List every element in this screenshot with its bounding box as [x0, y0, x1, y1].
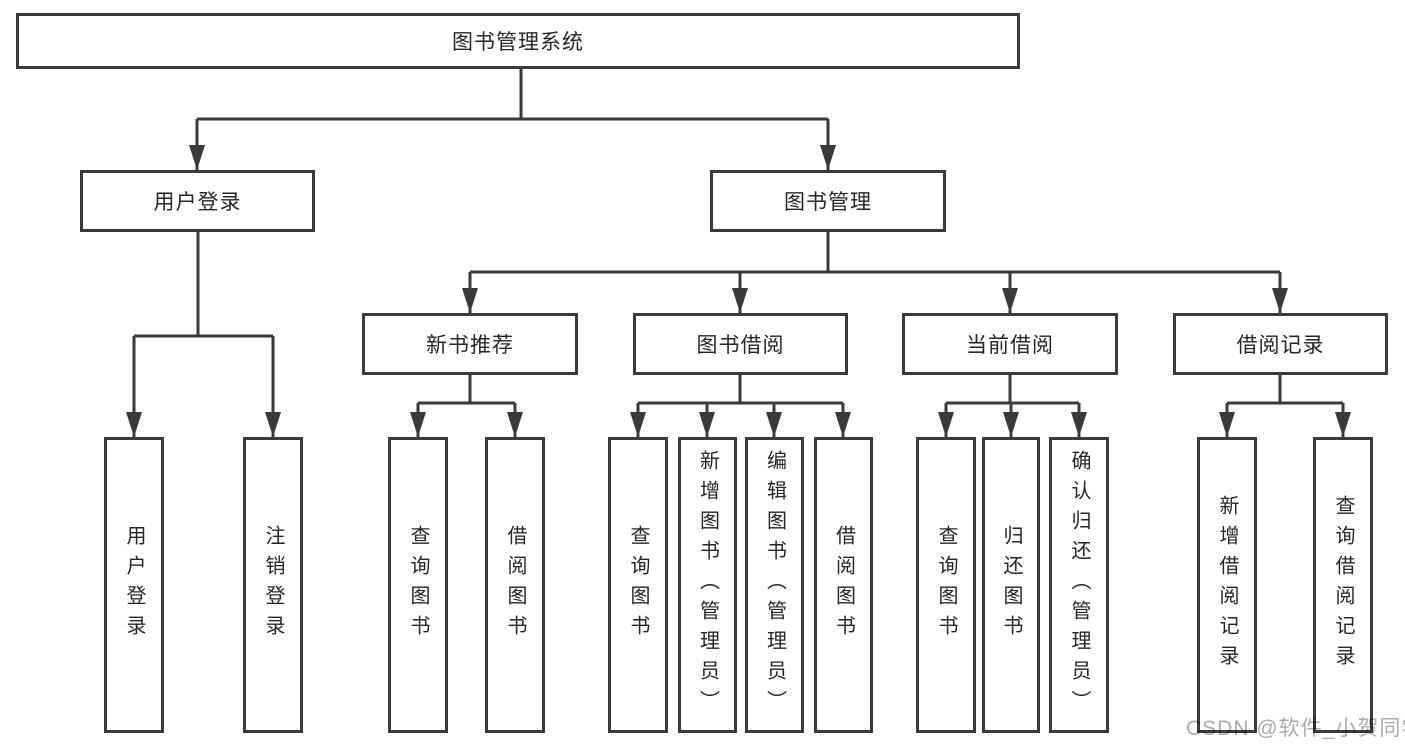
level3-node-borrow-records-label: 借阅记录 — [1236, 334, 1325, 357]
leaf-recommend-query-books-label: 查询图书 — [407, 525, 429, 645]
connector-borrow-trunk — [638, 374, 843, 405]
level3-node-borrow-records: 借阅记录 — [1173, 313, 1388, 375]
leaf-current-query-books: 查询图书 — [916, 437, 976, 733]
leaf-edit-book-admin: 编辑图书（管理员） — [745, 437, 804, 733]
level3-node-new-book-recommend: 新书推荐 — [362, 313, 578, 375]
leaf-add-borrow-record: 新增借阅记录 — [1197, 437, 1257, 733]
leaf-edit-book-admin-label: 编辑图书（管理员） — [763, 450, 786, 720]
connector-records-trunk — [1227, 374, 1343, 405]
leaf-confirm-return-admin-label: 确认归还（管理员） — [1068, 450, 1090, 720]
level3-node-current-borrow: 当前借阅 — [902, 313, 1118, 375]
connector-login-trunk — [134, 231, 273, 338]
level2-node-book-management: 图书管理 — [710, 170, 946, 232]
leaf-add-borrow-record-label: 新增借阅记录 — [1216, 495, 1238, 675]
leaf-recommend-borrow-books-label: 借阅图书 — [504, 525, 526, 645]
connector-recommend-trunk — [418, 374, 515, 405]
connector-mgmt-trunk — [470, 231, 1280, 274]
connector-root-trunk — [197, 68, 828, 121]
root-node: 图书管理系统 — [16, 13, 1020, 69]
leaf-recommend-query-books: 查询图书 — [388, 437, 448, 733]
leaf-return-books: 归还图书 — [982, 437, 1040, 733]
level2-node-user-login-label: 用户登录 — [153, 191, 242, 214]
leaf-add-book-admin: 新增图书（管理员） — [678, 437, 737, 733]
leaf-add-book-admin-label: 新增图书（管理员） — [696, 450, 719, 720]
leaf-current-query-books-label: 查询图书 — [935, 525, 957, 645]
leaf-confirm-return-admin: 确认归还（管理员） — [1049, 437, 1109, 733]
root-node-label: 图书管理系统 — [452, 31, 584, 54]
leaf-borrow-query-books-label: 查询图书 — [627, 525, 649, 645]
leaf-user-login: 用户登录 — [104, 437, 164, 733]
leaf-recommend-borrow-books: 借阅图书 — [485, 437, 545, 733]
leaf-return-books-label: 归还图书 — [1000, 525, 1022, 645]
leaf-logout-label: 注销登录 — [262, 525, 284, 645]
level3-node-book-borrow: 图书借阅 — [633, 313, 848, 375]
watermark-text: CSDN @软件_小贺同学 — [1186, 717, 1405, 740]
connector-current-trunk — [946, 374, 1079, 405]
leaf-query-borrow-record-label: 查询借阅记录 — [1332, 495, 1354, 675]
leaf-borrow-books-label: 借阅图书 — [832, 525, 855, 645]
leaf-logout: 注销登录 — [243, 437, 303, 733]
leaf-borrow-query-books: 查询图书 — [608, 437, 668, 733]
leaf-user-login-label: 用户登录 — [123, 525, 145, 645]
leaf-borrow-books: 借阅图书 — [814, 437, 873, 733]
level3-node-current-borrow-label: 当前借阅 — [966, 334, 1054, 357]
leaf-query-borrow-record: 查询借阅记录 — [1313, 437, 1373, 733]
level3-node-book-borrow-label: 图书借阅 — [696, 334, 785, 357]
level3-node-new-book-recommend-label: 新书推荐 — [426, 334, 514, 357]
level2-node-book-management-label: 图书管理 — [784, 191, 872, 214]
level2-node-user-login: 用户登录 — [80, 170, 315, 232]
